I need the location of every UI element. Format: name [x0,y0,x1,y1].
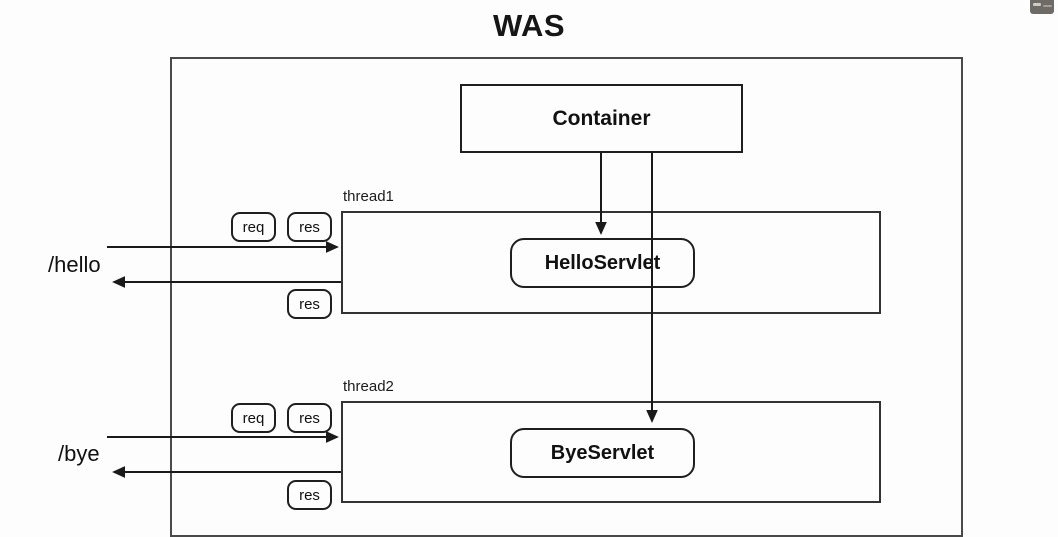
thread2-box [341,401,881,503]
hello-servlet-box: HelloServlet [510,238,695,288]
hello-path-label: /hello [48,252,101,277]
thumbnail-icon-detail [1043,5,1052,7]
thread1-res-badge-top: res [287,212,332,242]
thread1-req-badge: req [231,212,276,242]
thread1-res-badge-bottom: res [287,289,332,319]
thread2-res-badge-bottom: res [287,480,332,510]
bye-servlet-label: ByeServlet [550,441,655,464]
thread2-res-badge-top: res [287,403,332,433]
thread1-box [341,211,881,314]
thumbnail-icon[interactable] [1030,0,1054,14]
thread1-label: thread1 [343,188,394,205]
bye-path-label: /bye [58,441,100,466]
thread2-req-badge: req [231,403,276,433]
bye-servlet-box: ByeServlet [510,428,695,478]
container-box: Container [460,84,743,153]
page-title: WAS [492,8,566,43]
hello-servlet-label: HelloServlet [544,251,661,274]
thread2-label: thread2 [343,378,394,395]
thumbnail-icon-detail [1033,3,1041,6]
container-label: Container [552,106,651,130]
